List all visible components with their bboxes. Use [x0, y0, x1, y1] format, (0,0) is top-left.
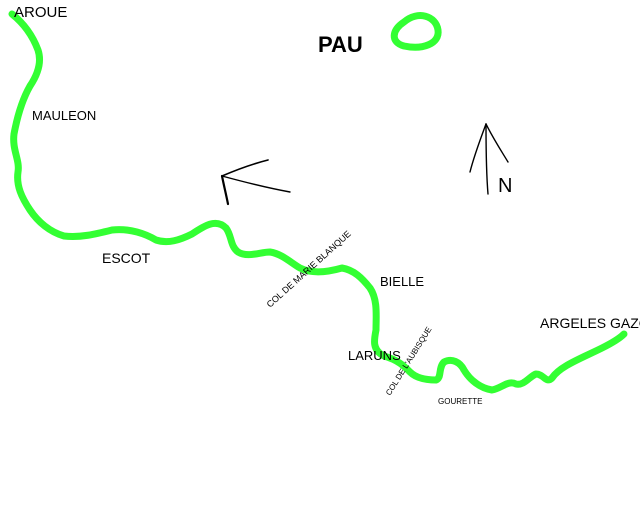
label-bielle: BIELLE — [380, 274, 424, 289]
label-gourette: GOURETTE — [438, 397, 482, 406]
arrow-icon — [220, 159, 291, 206]
pau-loop — [390, 12, 442, 51]
label-aroue: AROUE — [14, 4, 67, 21]
label-laruns: LARUNS — [348, 348, 401, 363]
label-escot: ESCOT — [102, 250, 151, 266]
label-argeles-gazot: ARGELES GAZOT — [540, 315, 640, 331]
label-pau: PAU — [318, 32, 363, 57]
route-line — [8, 10, 628, 394]
north-arrow-icon — [469, 123, 509, 195]
north-label: N — [498, 175, 512, 197]
label-mauleon: MAULEON — [32, 108, 96, 123]
